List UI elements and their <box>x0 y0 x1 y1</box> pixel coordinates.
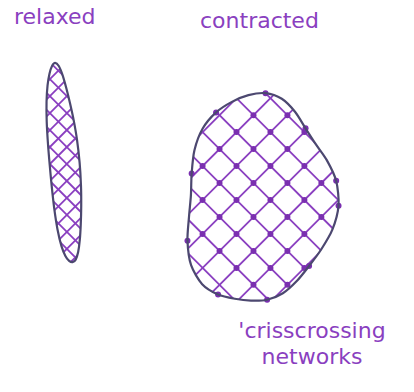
crisscross-network <box>67 9 414 391</box>
crisscross-network <box>0 0 242 348</box>
dense-body <box>301 163 307 169</box>
filament-line <box>0 96 132 280</box>
filament-line <box>0 14 98 198</box>
filament-line <box>0 147 81 331</box>
filament-line <box>24 20 208 204</box>
filament-line <box>203 145 394 336</box>
filament-line <box>7 107 191 291</box>
filament-line <box>0 40 123 224</box>
dense-body <box>217 248 223 254</box>
filament-line <box>0 6 89 190</box>
dense-body <box>234 265 240 271</box>
dense-body <box>301 197 307 203</box>
cell-membrane <box>46 63 81 262</box>
dense-body <box>234 163 240 169</box>
dense-body <box>284 146 290 152</box>
filament-line <box>33 11 217 195</box>
filament-line <box>50 150 234 334</box>
filament-line <box>0 164 64 348</box>
dense-body <box>200 163 206 169</box>
filament-line <box>0 54 174 238</box>
muscle-cell: relaxed <box>8 4 114 268</box>
filament-line <box>0 99 183 283</box>
filament-line <box>0 45 183 229</box>
filament-line <box>41 141 225 325</box>
dense-body <box>250 180 256 186</box>
dense-body <box>200 197 206 203</box>
filament-line <box>0 105 123 289</box>
filament-line <box>24 124 208 308</box>
filament-line <box>0 82 166 266</box>
dense-body <box>234 231 240 237</box>
filament-line <box>0 139 89 323</box>
dense-body <box>234 197 240 203</box>
cell-outline <box>8 4 114 274</box>
filament-line <box>0 48 132 232</box>
dense-body <box>217 214 223 220</box>
cell-outline <box>170 8 350 314</box>
dense-body <box>250 112 256 118</box>
dense-body <box>284 180 290 186</box>
filament-line <box>0 90 174 274</box>
dense-body <box>267 265 273 271</box>
cell-membrane <box>187 93 338 301</box>
dense-body <box>267 129 273 135</box>
filament-line <box>237 30 414 221</box>
filament-line <box>16 28 200 212</box>
filament-line <box>203 64 394 255</box>
dense-body <box>217 146 223 152</box>
dense-body <box>250 248 256 254</box>
dense-body <box>267 197 273 203</box>
note-label: 'crisscrossing networks <box>214 318 410 371</box>
dense-body <box>234 129 240 135</box>
dense-body <box>267 231 273 237</box>
dense-body <box>250 282 256 288</box>
state-heading: relaxed <box>8 4 114 29</box>
dense-body <box>250 146 256 152</box>
dense-body <box>250 214 256 220</box>
dense-body <box>284 214 290 220</box>
state-heading: contracted <box>170 8 350 33</box>
dense-body <box>200 231 206 237</box>
dense-body <box>267 163 273 169</box>
dense-body <box>318 180 324 186</box>
muscle-cell: contracted <box>170 8 350 310</box>
filament-line <box>58 158 242 342</box>
filament-line <box>7 37 191 221</box>
dense-body <box>301 231 307 237</box>
dense-body <box>284 112 290 118</box>
dense-body <box>284 248 290 254</box>
filament-line <box>0 62 166 246</box>
dense-body <box>318 214 324 220</box>
dense-body <box>217 180 223 186</box>
filament-line <box>0 73 157 257</box>
filament-line <box>16 116 200 300</box>
